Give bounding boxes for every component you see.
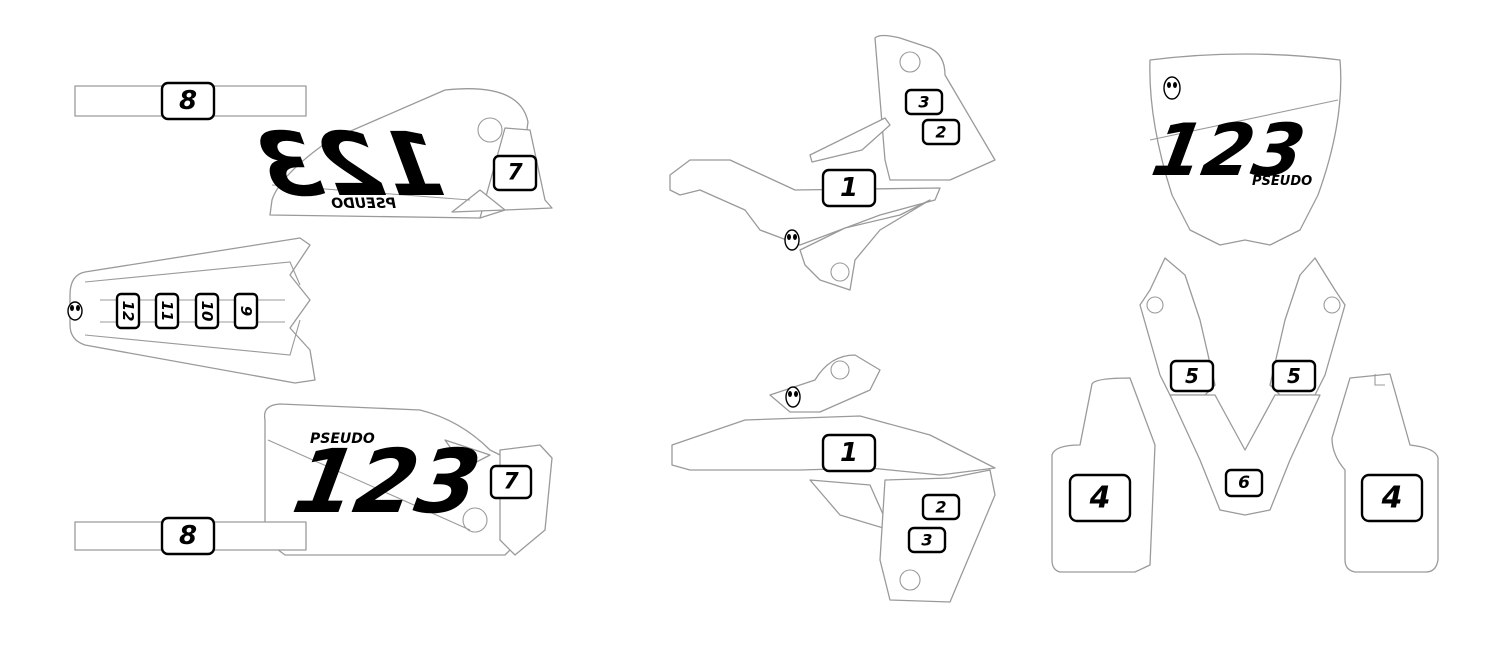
fork-guard-right: 4 <box>1331 373 1439 573</box>
fork-guard-right-number: 4 <box>1381 481 1403 516</box>
shroud-top-number-a: 3 <box>918 93 929 112</box>
side-panel-bottom: PSEUDO 123 7 <box>263 403 553 556</box>
seat-number-9: 9 <box>237 306 255 316</box>
rider-name-front-plate: PSEUDO <box>1252 174 1312 189</box>
shroud-top-number-b: 2 <box>935 123 946 142</box>
shroud-bottom-number-a: 2 <box>935 498 946 517</box>
skull-shroud-top <box>784 229 800 251</box>
side-panel-top: 123 PSEUDO 7 <box>250 88 553 219</box>
skull-front-plate <box>1163 76 1181 100</box>
side-small-number-top: 7 <box>507 161 523 186</box>
rider-name-bottom-left: PSEUDO <box>310 431 375 447</box>
front-number-plate: 123 PSEUDO <box>1146 53 1342 246</box>
seat-number-12: 12 <box>119 301 137 322</box>
side-small-number-bottom: 7 <box>503 470 519 495</box>
strip-bottom-number: 8 <box>179 521 197 551</box>
shroud-top: 1 3 2 <box>669 34 996 291</box>
strip-top-number: 8 <box>179 86 197 116</box>
fork-center: 6 <box>1169 394 1321 516</box>
skull-shroud-bottom <box>785 386 801 408</box>
fork-center-number: 6 <box>1238 473 1250 493</box>
fork-guard-left: 4 <box>1051 377 1156 573</box>
strip-top: 8 <box>74 81 307 121</box>
seat-cover: 12 11 10 9 <box>67 237 316 384</box>
seat-number-10: 10 <box>198 301 216 322</box>
skull-seat <box>67 301 83 321</box>
rider-name-top-left: PSEUDO <box>331 196 396 212</box>
shroud-top-main-number: 1 <box>840 173 858 203</box>
big-number-front-plate: 123 <box>1146 110 1311 193</box>
shroud-bottom-main-number: 1 <box>840 438 858 468</box>
fork-guard-left-number: 4 <box>1089 481 1111 516</box>
strip-bottom: 8 <box>74 516 307 556</box>
seat-number-11: 11 <box>158 301 176 322</box>
shroud-bottom: 1 2 3 <box>671 354 996 603</box>
shroud-bottom-number-b: 3 <box>921 531 932 550</box>
big-number-top-left: 123 <box>250 114 452 216</box>
fork-upper-left: 5 <box>1139 257 1216 396</box>
fork-upper-right: 5 <box>1269 257 1346 396</box>
fork-upper-right-number: 5 <box>1287 364 1301 388</box>
fork-upper-left-number: 5 <box>1185 364 1199 388</box>
big-number-bottom-left: 123 <box>286 431 488 533</box>
